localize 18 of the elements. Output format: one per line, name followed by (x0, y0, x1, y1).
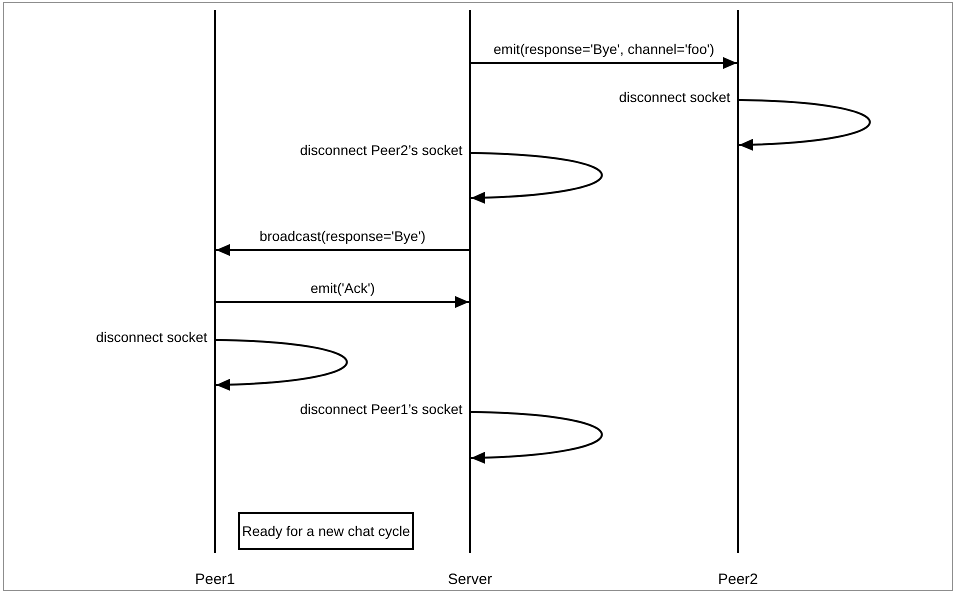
message-label: emit(response='Bye', channel='foo') (494, 41, 714, 57)
self-arrow (470, 411, 602, 464)
arrow (216, 244, 469, 256)
message-label: broadcast(response='Bye') (260, 228, 426, 244)
self-arrow (216, 339, 348, 390)
message-label: disconnect Peer1’s socket (300, 401, 462, 417)
message-label: disconnect Peer2’s socket (300, 142, 462, 158)
note-box: Ready for a new chat cycle (238, 512, 414, 550)
message-label: disconnect socket (96, 329, 208, 345)
message-label: disconnect socket (619, 89, 730, 105)
self-arrow (470, 152, 602, 204)
participant-label: Peer1 (194, 571, 236, 588)
participant-label: Server (446, 571, 494, 588)
arrow (216, 296, 469, 308)
message-label: emit('Ack') (310, 280, 375, 296)
arrow (471, 57, 737, 69)
participant-label: Peer2 (716, 571, 760, 588)
self-arrow (738, 99, 870, 150)
